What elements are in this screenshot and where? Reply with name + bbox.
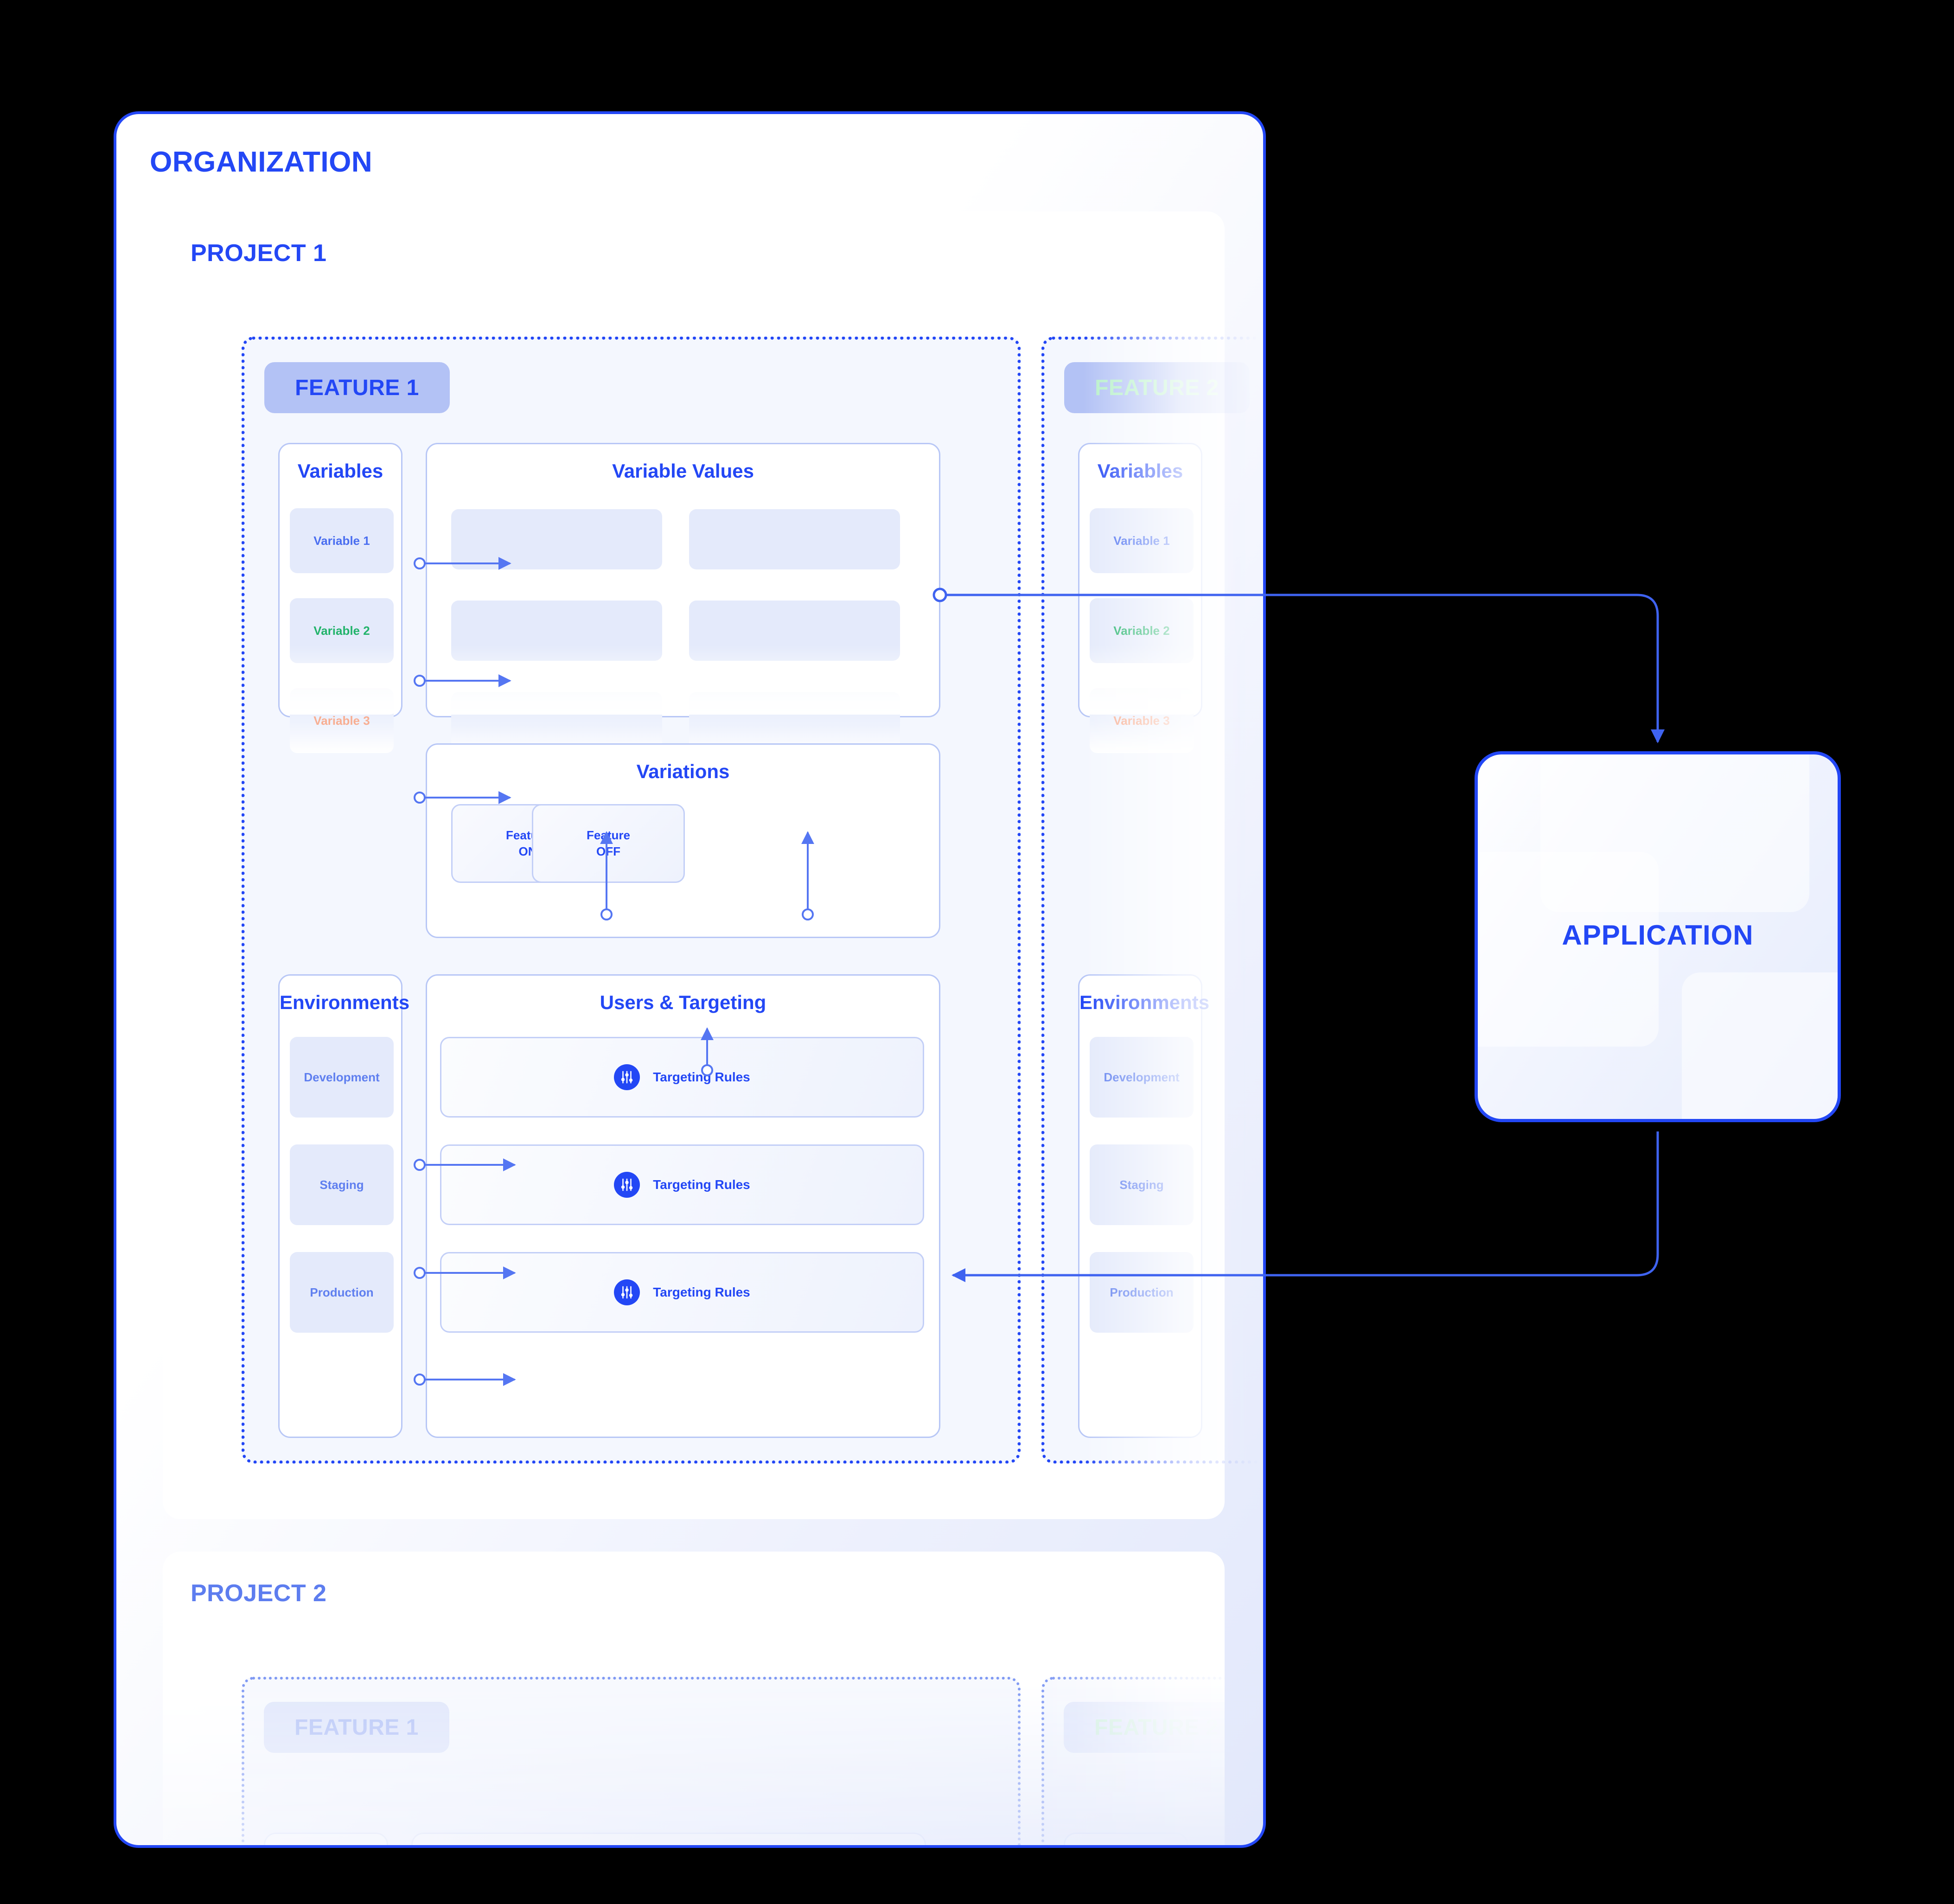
- variations-panel: Variations Feature ON Feature OFF: [426, 743, 940, 938]
- project-2-subpanel: [1064, 1833, 1188, 1845]
- project-2-feature-2-badge[interactable]: FEATURE 2: [1064, 1702, 1225, 1753]
- targeting-rules-label: Targeting Rules: [653, 1177, 750, 1192]
- feature-2-environment-chip[interactable]: Development: [1090, 1037, 1194, 1118]
- targeting-rules-label: Targeting Rules: [653, 1070, 750, 1084]
- environment-chip-production[interactable]: Production: [290, 1252, 394, 1333]
- sliders-icon: [614, 1064, 640, 1090]
- project-2-feature-1-column[interactable]: FEATURE 1: [242, 1677, 1021, 1845]
- variables-panel: Variables Variable 1 Variable 2 Variable…: [278, 443, 402, 753]
- variable-chip-1[interactable]: Variable 1: [290, 508, 394, 573]
- feature-2-variables-title: Variables: [1097, 460, 1183, 482]
- variation-label-line1: Feature: [587, 828, 630, 842]
- project-2-feature-1-badge[interactable]: FEATURE 1: [264, 1702, 449, 1753]
- environments-panel-title: Environments: [280, 991, 410, 1013]
- project-1-card[interactable]: PROJECT 1 FEATURE 2 Variables Variable 1…: [163, 211, 1263, 1519]
- variation-feature-off[interactable]: Feature OFF: [532, 804, 685, 883]
- variation-label-line2: OFF: [596, 844, 620, 858]
- application-box[interactable]: APPLICATION: [1475, 751, 1841, 1122]
- decorative-shape: [1540, 754, 1809, 912]
- feature-2-variables-panel: Variables Variable 1 Variable 2 Variable…: [1078, 443, 1202, 753]
- feature-2-variable-chip[interactable]: Variable 2: [1090, 598, 1194, 663]
- feature-2-environment-chip[interactable]: Staging: [1090, 1144, 1194, 1225]
- targeting-rules-row[interactable]: Targeting Rules: [440, 1144, 924, 1225]
- variable-value-box[interactable]: [451, 509, 662, 569]
- variable-value-box[interactable]: [451, 601, 662, 661]
- users-and-targeting-panel: Users & Targeting: [426, 974, 940, 1438]
- feature-2-variable-chip[interactable]: Variable 1: [1090, 508, 1194, 573]
- project-2-subpanel: [264, 1833, 388, 1845]
- environment-chip-staging[interactable]: Staging: [290, 1144, 394, 1225]
- environment-chip-development[interactable]: Development: [290, 1037, 394, 1118]
- application-title: APPLICATION: [1562, 920, 1754, 951]
- organization-title: ORGANIZATION: [150, 146, 373, 178]
- environments-panel: Environments Development Staging Product…: [278, 974, 410, 1438]
- variations-panel-title: Variations: [636, 760, 730, 782]
- variable-chip-3[interactable]: Variable 3: [290, 688, 394, 753]
- project-2-title: PROJECT 2: [191, 1580, 327, 1607]
- feature-1-badge[interactable]: FEATURE 1: [264, 362, 450, 413]
- decorative-shape: [1682, 972, 1838, 1119]
- targeting-rules-label: Targeting Rules: [653, 1285, 750, 1299]
- organization-card: ORGANIZATION PROJECT 1 FEATURE 2 Variabl…: [114, 111, 1266, 1848]
- variables-panel-title: Variables: [297, 460, 383, 482]
- variable-chip-2[interactable]: Variable 2: [290, 598, 394, 663]
- sliders-icon: [614, 1279, 640, 1305]
- project-2-feature-2-column[interactable]: FEATURE 2: [1041, 1677, 1225, 1845]
- feature-2-variable-chip[interactable]: Variable 3: [1090, 688, 1194, 753]
- targeting-rules-row[interactable]: Targeting Rules: [440, 1252, 924, 1333]
- feature-2-environments-panel: Environments Development Staging Product…: [1078, 974, 1210, 1438]
- feature-2-column[interactable]: FEATURE 2 Variables Variable 1 Variable …: [1041, 337, 1263, 1463]
- targeting-rules-row[interactable]: Targeting Rules: [440, 1037, 924, 1118]
- project-2-subpanel: [411, 1833, 926, 1845]
- variable-values-panel-title: Variable Values: [612, 460, 754, 482]
- sliders-icon: [614, 1172, 640, 1198]
- feature-1-column[interactable]: FEATURE 1 Variables Variable 1 Variable …: [242, 337, 1021, 1463]
- variable-values-panel: Variable Values: [426, 443, 940, 752]
- variable-value-box[interactable]: [689, 601, 900, 661]
- project-1-title: PROJECT 1: [191, 240, 327, 267]
- feature-2-environments-title: Environments: [1079, 991, 1210, 1013]
- users-and-targeting-title: Users & Targeting: [600, 991, 766, 1013]
- variable-value-box[interactable]: [689, 509, 900, 569]
- feature-2-badge[interactable]: FEATURE 2: [1064, 362, 1250, 413]
- project-2-card[interactable]: PROJECT 2 FEATURE 2 FEATURE 1: [163, 1552, 1225, 1845]
- feature-2-environment-chip[interactable]: Production: [1090, 1252, 1194, 1333]
